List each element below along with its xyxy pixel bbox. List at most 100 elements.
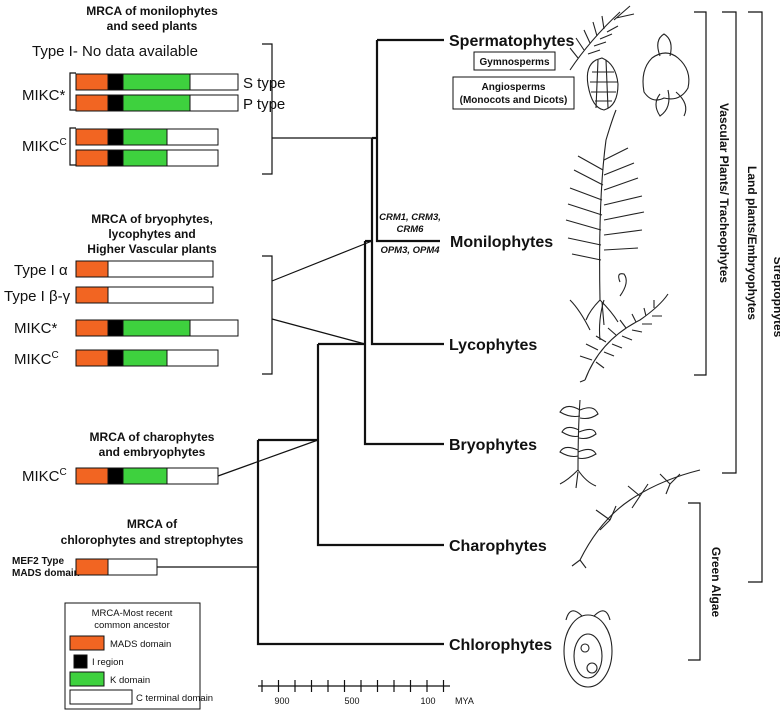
k-domain <box>122 467 168 485</box>
mikc-text: MIKC <box>22 138 60 155</box>
bracket-label-green-algae: Green Algae <box>709 547 723 618</box>
mikc-sup: C <box>60 467 67 478</box>
group3-title-line2: and embryophytes <box>99 445 206 459</box>
label-gymnosperms: Gymnosperms <box>479 57 549 68</box>
group-monilophytes-seed-plants: MRCA of monilophytes and seed plants Typ… <box>22 4 377 175</box>
taxon-lycophytes: Lycophytes <box>449 337 537 354</box>
branch-charophytes <box>316 344 444 547</box>
c-terminal-domain <box>107 558 158 576</box>
taxon-chlorophytes: Chlorophytes <box>449 637 552 654</box>
taxon-monilophytes: Monilophytes <box>450 234 553 251</box>
tick-label-900: 900 <box>274 696 289 706</box>
group1-mikc-c-label: MIKCC <box>22 137 67 155</box>
group1-mikc-star-brace <box>69 72 76 111</box>
legend-label-k-domain: K domain <box>110 675 150 686</box>
mads-domain <box>75 94 109 112</box>
legend-title-line2: common ancestor <box>94 620 170 631</box>
protein-bar-charophyte-mikc-c <box>75 467 219 485</box>
group3-mikc-c-label: MIKCC <box>22 467 67 485</box>
k-domain <box>122 149 168 167</box>
group2-mikc-star-label: MIKC* <box>14 320 58 337</box>
protein-bar-p-type <box>75 94 239 112</box>
legend-swatch-k-domain <box>69 671 105 687</box>
i-region <box>107 73 124 91</box>
taxon-bryophytes: Bryophytes <box>449 437 537 454</box>
legend-swatch-mads <box>69 635 105 651</box>
c-terminal-domain <box>166 467 219 485</box>
type1-beta-gamma-label: Type I β-γ <box>4 288 71 305</box>
i-region <box>107 467 124 485</box>
mikc-sup: C <box>60 137 67 148</box>
protein-bar-mikc-c <box>75 349 219 367</box>
bracket-green-algae: Green Algae <box>688 502 723 661</box>
group1-title-line2: and seed plants <box>107 19 198 33</box>
i-region <box>107 319 124 337</box>
group2-connector-lower <box>271 318 366 345</box>
protein-bar-mikc-c-1 <box>75 128 219 146</box>
group1-mikc-c-brace <box>69 127 76 166</box>
mads-domain <box>75 73 109 91</box>
group1-title-line1: MRCA of monilophytes <box>86 4 218 18</box>
i-region <box>107 349 124 367</box>
group2-bracket <box>262 255 273 375</box>
c-terminal-domain <box>189 319 239 337</box>
mads-domain <box>75 260 109 278</box>
c-terminal-domain <box>166 349 219 367</box>
branch-bryophytes <box>363 241 444 446</box>
bracket-label-vascular: Vascular Plants/ Tracheophytes <box>717 103 731 283</box>
group1-mikc-star-label: MIKC* <box>22 87 66 104</box>
mads-domain <box>75 286 109 304</box>
mikc-sup: C <box>52 350 59 361</box>
protein-bar-mikc-c-2 <box>75 149 219 167</box>
bryophyte-illustration <box>559 399 599 489</box>
phylogenetic-tree <box>256 38 444 646</box>
legend-title-line1: MRCA-Most recent <box>92 608 173 619</box>
group3-title-line1: MRCA of charophytes <box>90 430 215 444</box>
k-domain <box>122 319 191 337</box>
c-terminal-domain <box>166 149 219 167</box>
bracket-label-land-plants: Land plants/Embryophytes <box>745 166 759 320</box>
k-domain <box>122 94 191 112</box>
protein-bar-s-type <box>75 73 239 91</box>
conifer-illustration <box>569 5 635 111</box>
legend-swatch-i-region <box>73 654 88 669</box>
mads-domain <box>75 467 109 485</box>
legend: MRCA-Most recent common ancestor MADS do… <box>64 602 213 710</box>
k-domain <box>122 73 191 91</box>
branch-lycophytes <box>370 138 444 346</box>
time-axis-unit: MYA <box>455 696 474 706</box>
mef2-type-label: MEF2 Type <box>12 556 64 567</box>
protein-bar-type1-alpha <box>75 260 214 278</box>
label-angiosperms: Angiosperms <box>482 82 546 93</box>
tick-label-100: 100 <box>420 696 435 706</box>
group3-connector <box>217 439 319 477</box>
group2-title-line2: lycophytes and <box>108 227 195 241</box>
chlamydomonas-illustration <box>563 610 613 688</box>
group4-title-line2: chlorophytes and streptophytes <box>61 533 244 547</box>
legend-label-mads: MADS domain <box>110 639 171 650</box>
mads-domain <box>75 319 109 337</box>
legend-label-c-terminal: C terminal domain <box>136 693 213 704</box>
time-axis-ticks <box>261 680 445 692</box>
bracket-vascular-plants: Vascular Plants/ Tracheophytes <box>694 11 731 376</box>
group2-mikc-c-label: MIKCC <box>14 350 59 368</box>
branch-monilophytes <box>375 40 440 243</box>
mikc-text: MIKC <box>14 351 52 368</box>
gene-label-line2: CRM6 <box>397 224 425 235</box>
gene-label-line1: CRM1, CRM3, <box>379 212 441 223</box>
group-chlorophytes-streptophytes: MRCA of chlorophytes and streptophytes M… <box>12 517 258 579</box>
group-charophytes-embryophytes: MRCA of charophytes and embryophytes MIK… <box>22 430 319 485</box>
bracket-streptophytes: Streptophytes <box>748 11 780 583</box>
k-domain <box>122 128 168 146</box>
p-type-label: P type <box>243 96 285 113</box>
protein-bar-mikc-star <box>75 319 239 337</box>
tick-label-500: 500 <box>344 696 359 706</box>
group1-bracket <box>262 43 377 175</box>
branch-chlorophytes <box>256 440 444 646</box>
mads-domain <box>75 149 109 167</box>
legend-label-i-region: I region <box>92 657 124 668</box>
protein-bar-mef2 <box>75 558 158 576</box>
group2-title-line3: Higher Vascular plants <box>87 242 217 256</box>
charophyte-illustration <box>571 469 701 569</box>
